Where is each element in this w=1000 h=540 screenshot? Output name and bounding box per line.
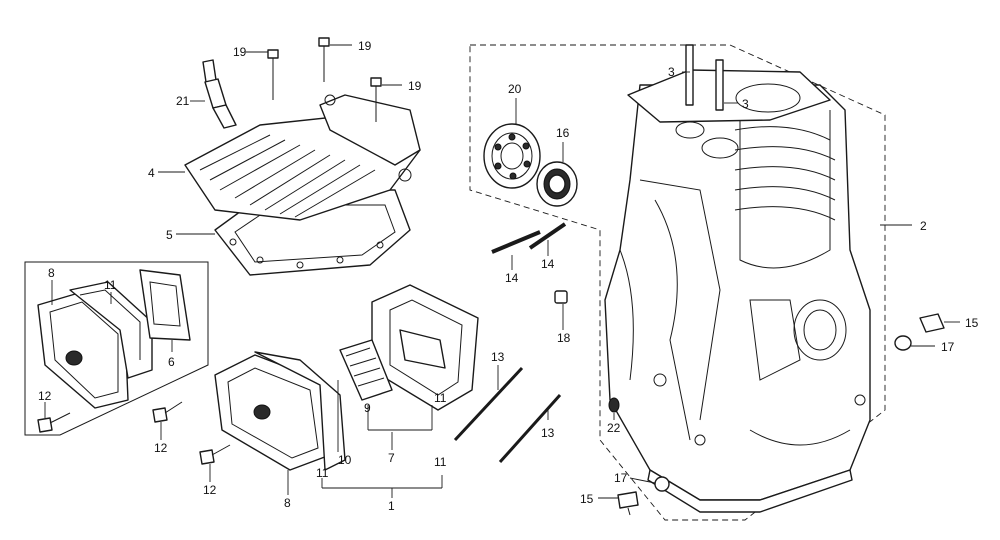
cylinder-head: [184, 94, 421, 221]
leader-lines: [44, 44, 960, 499]
callout-3-b: 3: [742, 97, 749, 111]
callout-17-a: 17: [941, 340, 955, 354]
callout-12-b: 12: [154, 441, 168, 455]
callout-2: 2: [920, 219, 927, 233]
bolt-19-c: [370, 77, 382, 122]
cylinder-stud-left: [685, 44, 694, 106]
breather-filter: [339, 339, 393, 401]
callout-18: 18: [557, 331, 571, 345]
callout-15-a: 15: [965, 316, 979, 330]
callout-labels: 19 19 19 21 4 5 8 11 6 12 12 12 8 10 11 …: [38, 39, 979, 513]
crankcase-cylinder-block: [604, 69, 871, 513]
callout-22: 22: [607, 421, 621, 435]
callout-19-b: 19: [358, 39, 372, 53]
callout-13-a: 13: [491, 350, 505, 364]
callout-19-c: 19: [408, 79, 422, 93]
washer-17-right: [894, 335, 912, 351]
spark-plug: [202, 59, 237, 129]
callout-8-a: 8: [48, 266, 55, 280]
bolt-19-a: [267, 49, 279, 100]
callout-20: 20: [508, 82, 522, 96]
callout-12-a: 12: [38, 389, 52, 403]
callout-1: 1: [388, 499, 395, 513]
screw-12-a: [37, 412, 71, 433]
callout-9: 9: [364, 401, 371, 415]
callout-11-a: 11: [104, 278, 117, 292]
callout-14-a: 14: [505, 271, 519, 285]
rocker-cover-gasket-center: [254, 351, 346, 471]
callout-21: 21: [176, 94, 190, 108]
callout-5: 5: [166, 228, 173, 242]
rocker-cover-box-outline: [24, 261, 209, 436]
callout-17-b: 17: [614, 471, 628, 485]
callout-13-b: 13: [541, 426, 555, 440]
screw-12-c: [199, 444, 231, 465]
callout-6: 6: [168, 355, 175, 369]
callout-3-a: 3: [668, 65, 675, 79]
callout-11-d: 11: [434, 391, 447, 405]
drain-bolt-15-right: [919, 313, 945, 333]
stud-bolt-13-b: [498, 393, 562, 464]
callout-7: 7: [388, 451, 395, 465]
callout-4: 4: [148, 166, 155, 180]
callout-10: 10: [338, 453, 352, 467]
callout-11-c: 11: [434, 455, 447, 469]
screw-12-b: [152, 401, 183, 423]
callout-14-b: 14: [541, 257, 555, 271]
breather-assembly-center: [371, 284, 479, 411]
oil-seal: [536, 161, 578, 207]
oil-level-plug-22: [608, 397, 620, 413]
callout-15-b: 15: [580, 492, 594, 506]
stud-14-b: [528, 222, 567, 250]
washer-17-bottom: [654, 476, 670, 492]
breather-plate-left: [139, 269, 191, 341]
callout-12-c: 12: [203, 483, 217, 497]
callout-19-a: 19: [233, 45, 247, 59]
callout-11-b: 11: [316, 466, 329, 480]
ball-bearing: [483, 123, 541, 189]
drain-bolt-15-bottom: [617, 491, 639, 516]
dowel-pin-18: [554, 290, 568, 304]
stud-14-a: [491, 230, 541, 254]
stud-bolt-13-a: [453, 366, 524, 442]
callout-8-b: 8: [284, 496, 291, 510]
rocker-cover-gasket-left: [69, 281, 153, 379]
callout-16: 16: [556, 126, 570, 140]
bolt-19-b: [318, 37, 330, 82]
cylinder-stud-right: [715, 59, 724, 111]
